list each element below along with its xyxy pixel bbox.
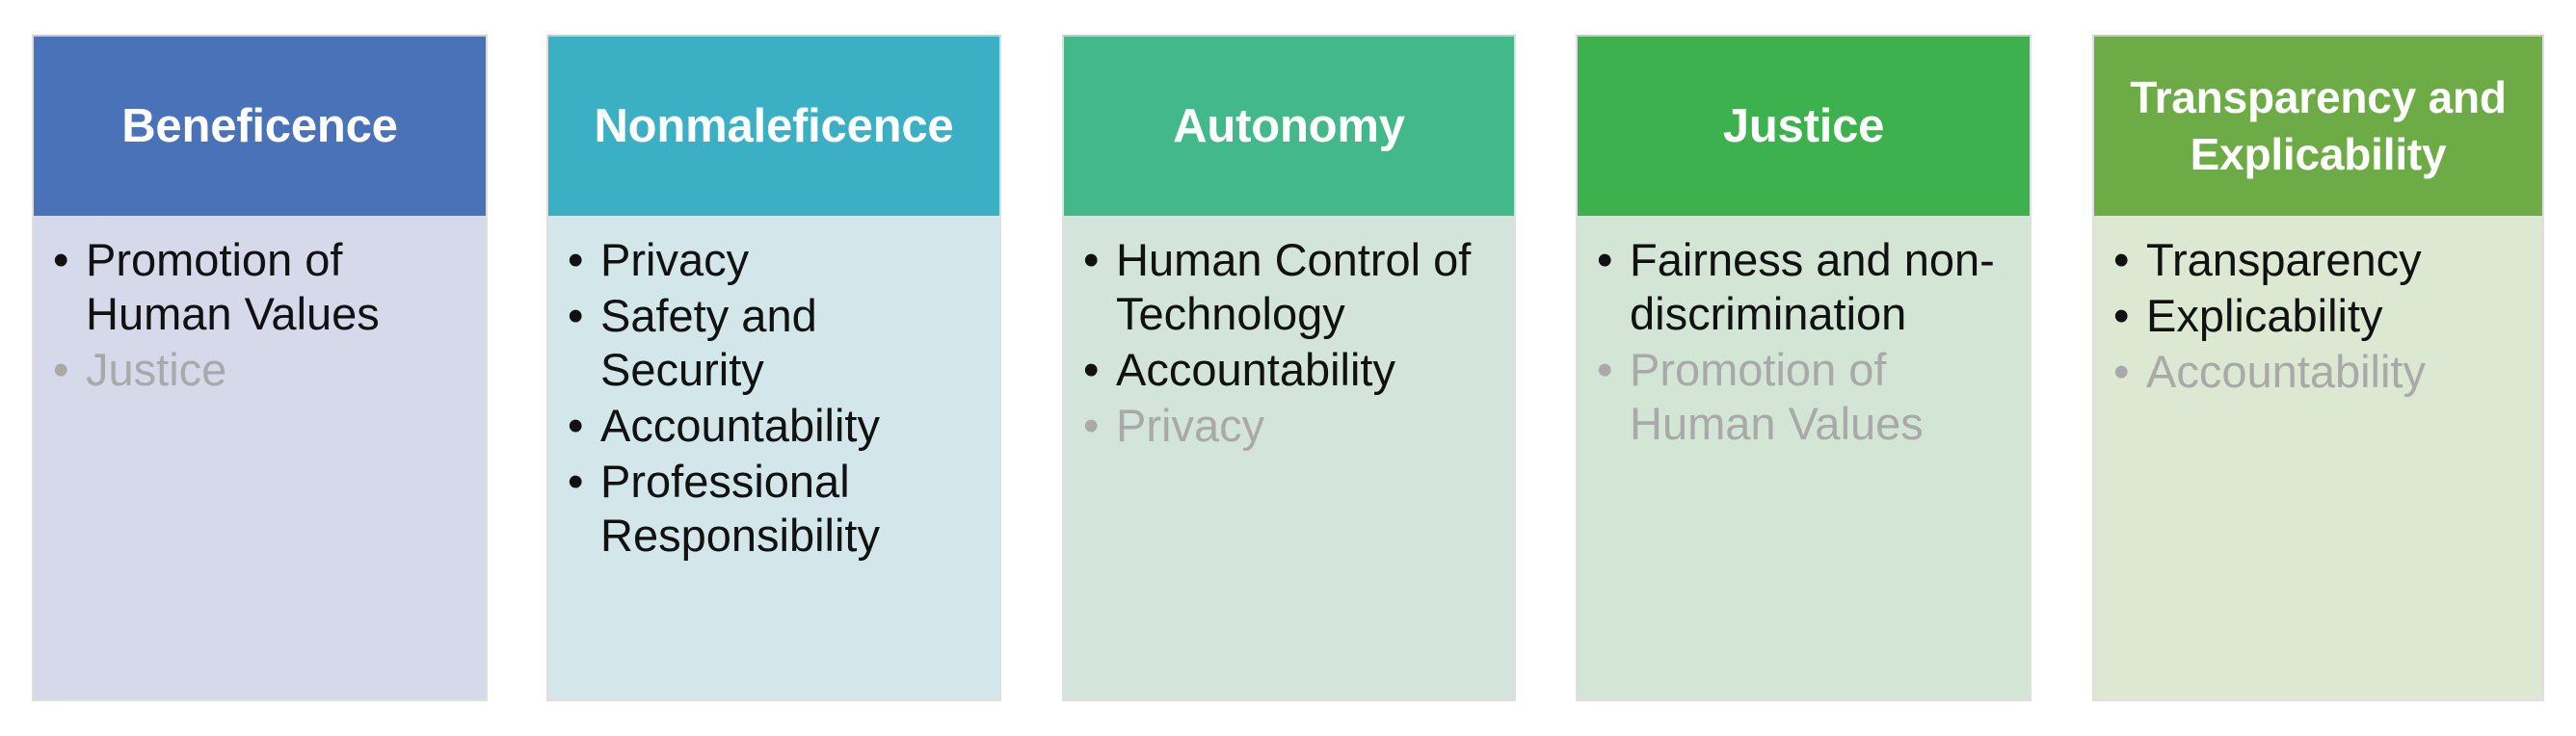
bullet-point-icon: • (2113, 289, 2130, 341)
principle-item-label: Professional Responsibility (600, 455, 880, 561)
principle-list-item: • Justice (47, 343, 472, 397)
principle-card-body: • Privacy • Safety and Security • Accountabil… (548, 216, 999, 699)
principle-card-title: Justice (1722, 99, 1885, 152)
principle-item-label: Explicability (2146, 289, 2383, 341)
bullet-point-icon: • (2113, 345, 2130, 397)
principle-item-list: • Human Control of Technology • Accountabil… (1077, 233, 1500, 453)
principle-list-item: • Promotion of Human Values (1591, 343, 2016, 451)
bullet-point-icon: • (1083, 399, 1100, 451)
principle-list-item: • Accountability (1077, 343, 1500, 397)
principle-card-header: Transparency and Explicability (2094, 37, 2542, 216)
bullet-point-icon: • (1083, 234, 1100, 285)
principle-item-label: Fairness and non-discrimination (1630, 234, 1995, 339)
principle-card: Justice•Fairness and non-discrimination•… (1576, 35, 2032, 701)
principle-list-item: • Transparency (2108, 233, 2529, 287)
principle-item-label: Accountability (1116, 343, 1395, 395)
principle-card-title: Autonomy (1173, 99, 1405, 152)
principle-card-title: Beneficence (121, 99, 398, 152)
principle-item-label: Accountability (600, 399, 880, 451)
principle-card-title: Nonmaleficence (594, 99, 954, 152)
principle-card-header: Nonmaleficence (548, 37, 999, 216)
principle-card-title: Transparency and Explicability (2130, 72, 2507, 179)
principle-card-body: • Fairness and non-discrimination • Promoti… (1578, 216, 2030, 699)
principle-item-list: • Transparency • Explicability • Accountabili… (2108, 233, 2529, 399)
bullet-point-icon: • (1083, 343, 1100, 395)
bullet-point-icon: • (568, 234, 584, 285)
principle-item-list: • Privacy • Safety and Security • Accountabil… (562, 233, 986, 563)
principle-card: Nonmaleficence • Privacy • Safety and Securi… (546, 35, 1001, 701)
bullet-point-icon: • (1597, 234, 1613, 285)
principle-item-label: Promotion of Human Values (86, 234, 380, 339)
principle-list-item: • Explicability (2108, 289, 2529, 343)
principle-item-list: • Fairness and non-discrimination • Promoti… (1591, 233, 2016, 451)
principle-list-item: • Promotion of Human Values (47, 233, 472, 341)
principle-card: Autonomy • Human Control of Technology • Acc… (1062, 35, 1516, 701)
principle-list-item: • Privacy (1077, 399, 1500, 453)
principle-list-item: • Fairness and non-discrimination (1591, 233, 2016, 341)
bullet-point-icon: • (53, 343, 69, 395)
principle-card: Transparency and Explicability • Transpare… (2092, 35, 2544, 701)
principle-card-header: Autonomy (1064, 37, 1514, 216)
principle-list-item: • Privacy (562, 233, 986, 287)
principle-item-label: Promotion of Human Values (1630, 343, 1924, 449)
principle-card-body: • Human Control of Technology • Accountabil… (1064, 216, 1514, 699)
principle-item-label: Transparency (2146, 234, 2422, 285)
principle-item-label: Human Control of Technology (1116, 234, 1472, 339)
principle-card-body: • Transparency • Explicability • Accountabili… (2094, 216, 2542, 699)
principle-card-header: Beneficence (34, 37, 486, 216)
principle-card: Beneficence • Promotion of Human Values • Ju… (32, 35, 488, 701)
bullet-point-icon: • (1597, 343, 1613, 395)
bullet-point-icon: • (53, 234, 69, 285)
bullet-point-icon: • (568, 399, 584, 451)
bullet-point-icon: • (568, 289, 584, 341)
principle-item-label: Safety and Security (600, 289, 817, 395)
principle-item-list: • Promotion of Human Values • Justice (47, 233, 472, 397)
principle-item-label: Privacy (600, 234, 750, 285)
principle-item-label: Accountability (2146, 345, 2426, 397)
principle-card-body: • Promotion of Human Values • Justice (34, 216, 486, 699)
principle-list-item: • Accountability (2108, 345, 2529, 399)
principle-list-item: • Professional Responsibility (562, 455, 986, 563)
principle-list-item: • Accountability (562, 399, 986, 453)
principle-list-item: • Safety and Security (562, 289, 986, 397)
principle-list-item: • Human Control of Technology (1077, 233, 1500, 341)
principle-item-label: Justice (86, 343, 227, 395)
bullet-point-icon: • (568, 455, 584, 507)
bullet-point-icon: • (2113, 234, 2130, 285)
principle-card-header: Justice (1578, 37, 2030, 216)
principle-item-label: Privacy (1116, 399, 1265, 451)
